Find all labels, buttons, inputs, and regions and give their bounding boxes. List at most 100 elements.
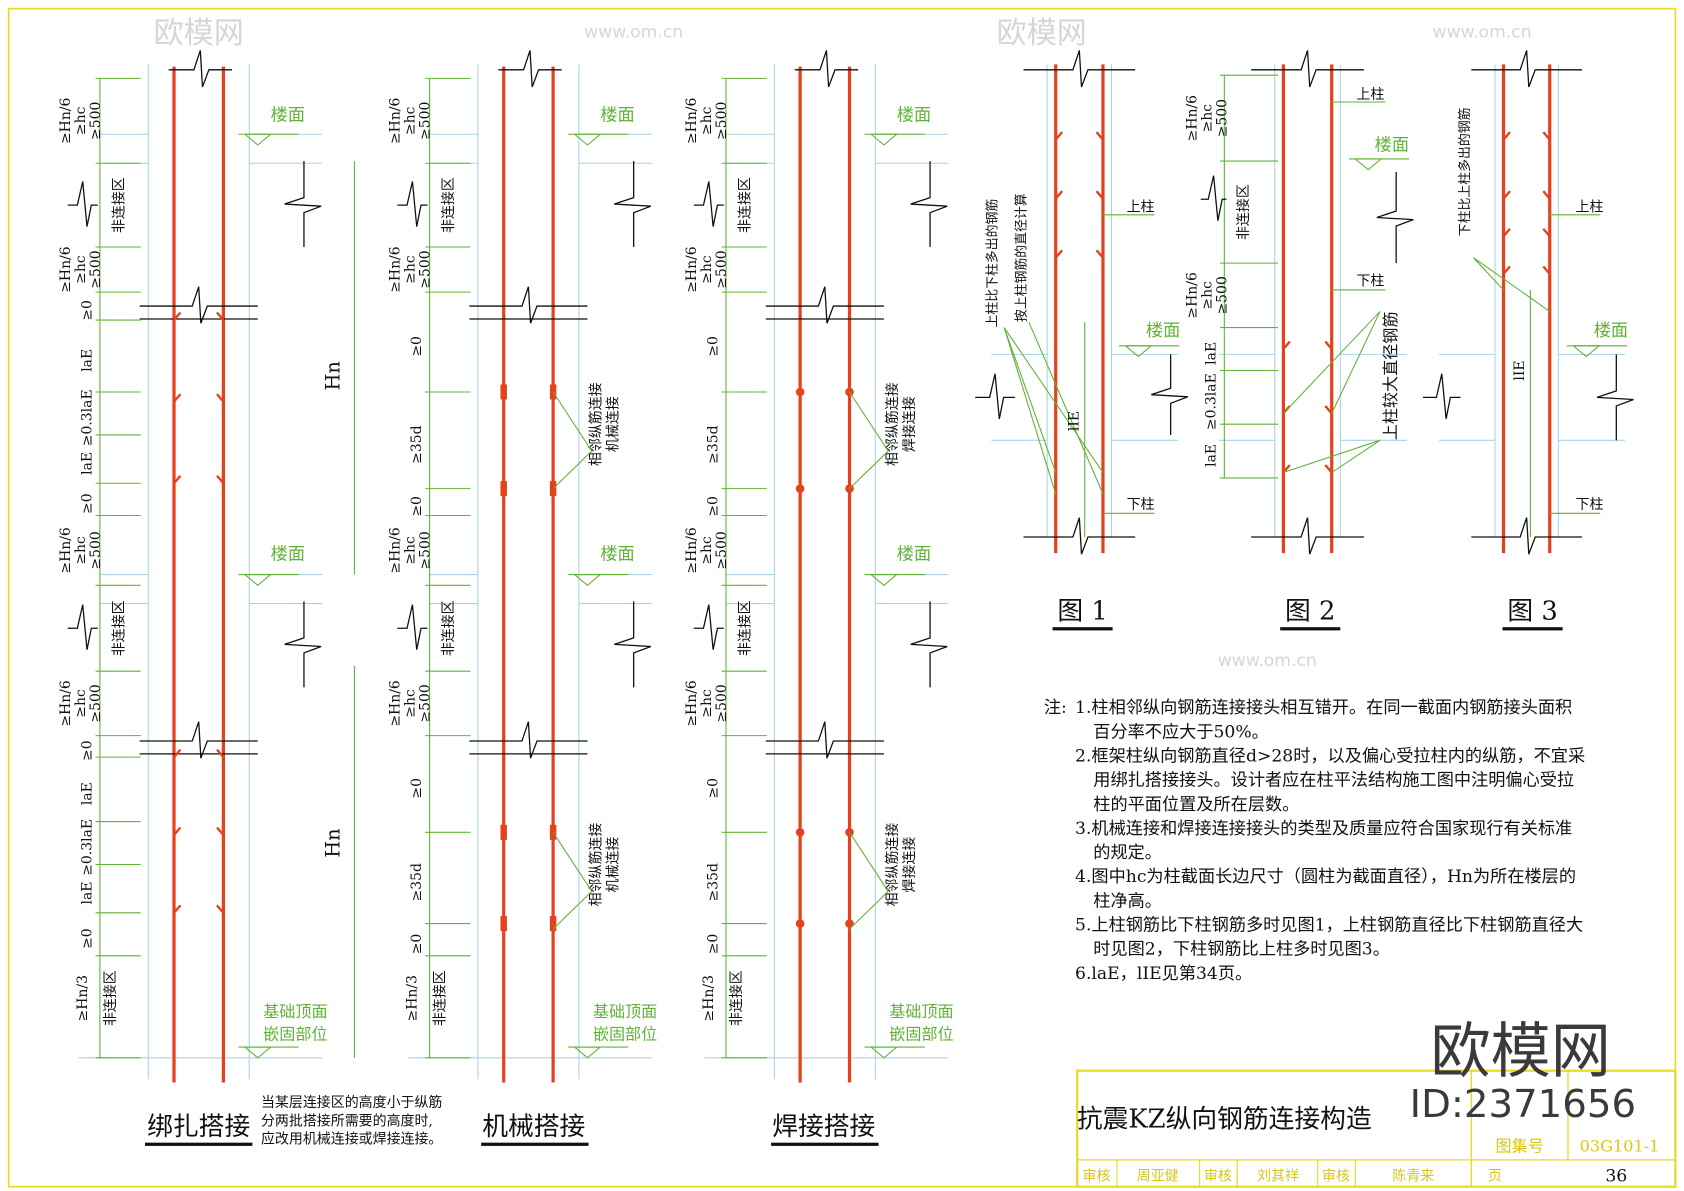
rebar-lap-end <box>1324 405 1333 415</box>
watermark-url-text: www.om.cn <box>1218 651 1317 671</box>
rebar-lap-end <box>1502 227 1511 238</box>
floor-level-marker <box>1125 345 1153 358</box>
floor-level-marker <box>1573 345 1601 358</box>
joint-label: 相邻纵筋连接 <box>884 382 901 466</box>
zone-break-symbol <box>1200 175 1227 221</box>
leader-line <box>552 832 593 892</box>
note-line: 时见图2，下柱钢筋比上柱多时见图3。 <box>1093 940 1390 960</box>
bottom-break-symbol <box>1251 517 1364 555</box>
dimension-label: ≥500 <box>88 684 104 722</box>
notes-block: 注: 1.柱相邻纵向钢筋连接接头相互错开。在同一截面内钢筋接头面积百分率不应大于5… <box>1044 698 1585 984</box>
dimension-label: ≥hc <box>1199 104 1215 133</box>
title-underline <box>771 1142 879 1146</box>
zone-break-symbol <box>397 604 428 650</box>
floor-label: 楼面 <box>271 545 305 565</box>
title-block-frame <box>1076 1069 1677 1188</box>
rebar-lap-end <box>1054 190 1064 200</box>
watermark-url-text: www.om.cn <box>584 23 683 43</box>
rebar-lap-end <box>1542 265 1551 275</box>
joint-label: 机械连接 <box>605 396 622 452</box>
lower-column-label: 下柱 <box>1356 274 1384 290</box>
lower-column-label: 下柱 <box>1576 497 1604 513</box>
lower-column-label: 下柱 <box>1127 497 1155 513</box>
zone-break-symbol <box>693 181 724 227</box>
leader-line <box>552 890 593 930</box>
non-connection-zone-label: 非连接区 <box>432 970 449 1026</box>
slab-break-symbol <box>614 601 652 688</box>
rebar-lap-end <box>1095 131 1104 141</box>
non-connection-zone-label: 非连接区 <box>1235 184 1252 240</box>
panel-welded: 楼面楼面≥Hn/6≥hc≥500非连接区≥Hn/6≥hc≥500≥0≥35d≥0… <box>684 50 954 1146</box>
floor-break-symbol <box>139 721 258 759</box>
notes-prefix: 注: <box>1044 698 1067 718</box>
figure-annotation: 上柱比下柱多出的钢筋 <box>985 199 1001 328</box>
top-break-symbol <box>1471 50 1582 88</box>
slab-break-symbol <box>910 161 948 248</box>
dimension-label: laE <box>79 452 95 475</box>
dimension-label: ≥0 <box>409 778 425 799</box>
mechanical-coupler <box>500 481 507 497</box>
hn-label: Hn <box>321 828 344 857</box>
dimension-label: ≥hc <box>73 536 89 565</box>
slab-break-symbol <box>1596 354 1634 441</box>
note-line: 百分率不应大于50%。 <box>1093 722 1269 742</box>
top-break-symbol <box>1251 50 1364 88</box>
signer-cell: 审核 <box>1322 1168 1350 1184</box>
page-label: 页 <box>1488 1168 1502 1184</box>
dimension-label: ≥hc <box>73 255 89 284</box>
non-connection-zone-label: 非连接区 <box>102 970 119 1026</box>
panel-mechanical: 楼面楼面≥Hn/6≥hc≥500非连接区≥Hn/6≥hc≥500≥0≥35d≥0… <box>388 50 657 1146</box>
dimension-label: ≥500 <box>88 102 104 140</box>
rebar-lap-end <box>1324 340 1333 350</box>
dimension-label: laE <box>1204 342 1220 365</box>
rebar-lap-end <box>1502 265 1511 275</box>
floor-break-symbol <box>469 721 588 759</box>
dimension-label: laE <box>79 881 95 904</box>
zone-break-symbol <box>693 604 724 650</box>
signer-cell: 审核 <box>1204 1168 1232 1184</box>
mechanical-coupler <box>500 916 507 932</box>
atlas-number: 03G101-1 <box>1580 1136 1660 1155</box>
dimension-label: ≥35d <box>409 425 425 463</box>
weld-point <box>795 828 805 837</box>
rebar-lap-end <box>216 826 225 836</box>
note-line: 用绑扎搭接接头。设计者应在柱平法结构施工图中注明偏心受拉 <box>1093 771 1574 791</box>
dimension-label: ≥500 <box>1214 276 1230 314</box>
leader-line <box>1003 327 1057 495</box>
title-underline <box>145 1142 253 1146</box>
rebar-lap-end <box>1095 249 1104 259</box>
note-line: 5.上柱钢筋比下柱钢筋多时见图1，上柱钢筋直径比下柱钢筋直径大 <box>1075 916 1583 936</box>
floor-label: 楼面 <box>600 105 634 125</box>
slab-break-symbol <box>1376 171 1414 264</box>
dimension-label: ≥500 <box>88 250 104 288</box>
rebar-lap-end <box>216 904 225 914</box>
slab-break-symbol <box>284 161 322 248</box>
note-line: 1.柱相邻纵向钢筋连接接头相互错开。在同一截面内钢筋接头面积 <box>1075 698 1572 718</box>
dimension-label: ≥0 <box>705 934 721 955</box>
mechanical-coupler <box>500 384 507 400</box>
rebar-lap-end <box>173 393 182 403</box>
rebar-lap-end <box>173 826 182 836</box>
rebar-lap-end <box>216 474 225 485</box>
rebar-lap-end <box>1054 249 1064 259</box>
dimension-label: ≥Hn/6 <box>388 246 404 292</box>
floor-label: 楼面 <box>897 545 931 565</box>
foundation-label: 基础顶面 <box>889 1002 953 1021</box>
weld-point <box>795 919 805 928</box>
slab-break-symbol <box>910 601 948 688</box>
drawing-title: 抗震KZ纵向钢筋连接构造 <box>1077 1105 1372 1135</box>
dimension-label: ≥Hn/6 <box>58 680 74 726</box>
floor-break-symbol <box>765 286 884 324</box>
note-line: 柱净高。 <box>1093 891 1162 911</box>
joint-label: 相邻纵筋连接 <box>587 823 604 907</box>
dimension-label: ≥500 <box>714 250 730 288</box>
rebar-lap-end <box>1542 190 1551 200</box>
rebar-lap-end <box>173 474 182 485</box>
dimension-label: ≥0 <box>79 493 95 514</box>
dimension-label: ≥0 <box>409 934 425 955</box>
dimension-label: ≥500 <box>418 250 434 288</box>
dimension-label: ≥500 <box>1214 99 1230 137</box>
figure-1: 图 1上柱下柱楼面上柱比下柱多出的钢筋按上柱钢筋的直径计算lIE <box>975 50 1189 631</box>
non-connection-zone-label: 非连接区 <box>728 970 745 1026</box>
non-connection-zone-label: 非连接区 <box>737 600 754 656</box>
